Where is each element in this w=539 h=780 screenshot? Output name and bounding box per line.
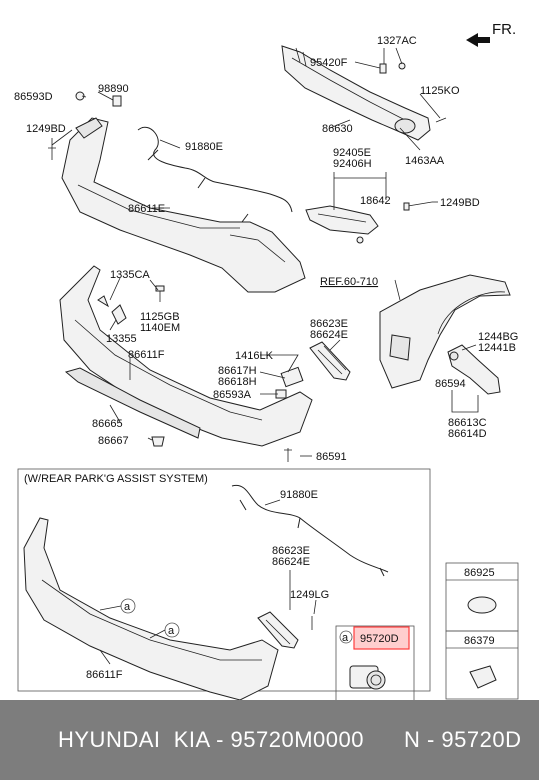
callout-12441B: 12441B <box>478 342 516 354</box>
callout-86624E-lower: 86624E <box>272 556 310 568</box>
callout-86624E-mid: 86624E <box>310 329 348 341</box>
lower-bumper-86611F <box>59 265 313 447</box>
callout-86611F-lower: 86611F <box>86 669 123 681</box>
callout-1249BD-top: 1249BD <box>26 123 66 135</box>
reflector-86623E-mid <box>309 341 351 381</box>
callout-86611F-mid: 86611F <box>128 349 165 361</box>
callout-86593D: 86593D <box>14 91 53 103</box>
holder-86617H <box>275 366 304 399</box>
callout-92405E: 92405E <box>333 147 371 159</box>
footer-part-number: N - 95720D <box>403 727 522 752</box>
fasteners <box>48 62 447 462</box>
clip-86667 <box>151 436 165 447</box>
front-direction-indicator: FR. <box>466 21 516 47</box>
footer-brand-part: HYUNDAI KIA - 95720M0000 <box>58 727 364 752</box>
callout-92406H: 92406H <box>333 158 372 170</box>
callout-1463AA: 1463AA <box>405 155 445 167</box>
callout-91880E-lower: 91880E <box>280 489 318 501</box>
callout-1335CA: 1335CA <box>110 269 150 281</box>
callout-86593A: 86593A <box>213 389 252 401</box>
callout-86594: 86594 <box>435 378 466 390</box>
callout-86591: 86591 <box>316 451 347 463</box>
bracket-86594 <box>447 344 501 395</box>
legend-a: a <box>342 632 349 644</box>
front-direction-label: FR. <box>492 21 516 38</box>
callout-86617H: 86617H <box>218 365 257 377</box>
callout-86611E: 86611E <box>128 203 165 215</box>
callout-91880E-top: 91880E <box>185 141 223 153</box>
callout-13355: 13355 <box>106 333 137 345</box>
callout-1125KO: 1125KO <box>420 85 460 97</box>
reflector-92405E <box>305 205 379 235</box>
callout-95420F: 95420F <box>310 57 348 69</box>
callout-86667: 86667 <box>98 435 129 447</box>
rear-park-assist-section: (W/REAR PARK'G ASSIST SYSTEM) a a 91880E… <box>17 468 519 700</box>
ref-a2: a <box>168 625 175 637</box>
parking-sensor-icon <box>349 665 386 690</box>
callout-86618H: 86618H <box>218 376 257 388</box>
bumper-cover-86611E <box>61 117 306 293</box>
callout-1327AC: 1327AC <box>377 35 417 47</box>
callout-1125GB: 1125GB <box>140 311 180 323</box>
bumper-beam-86630 <box>281 45 431 141</box>
fender-ref-60-710 <box>379 274 511 389</box>
part-label-86379: 86379 <box>464 635 495 647</box>
callout-1249BD-right: 1249BD <box>440 197 480 209</box>
part-box-86379 <box>445 630 519 700</box>
wiring-harness-91880E-top <box>137 127 293 223</box>
callout-18642: 18642 <box>360 195 391 207</box>
front-arrow-icon <box>466 33 490 47</box>
callout-1244BG: 1244BG <box>478 331 518 343</box>
callouts-upper: 1327AC 95420F 1125KO 86630 1463AA 86593D… <box>14 35 518 463</box>
callout-86614D: 86614D <box>448 428 487 440</box>
legend-circle-a <box>339 630 353 644</box>
part-label-86925: 86925 <box>464 567 495 579</box>
callout-86630: 86630 <box>322 123 353 135</box>
round-cap-icon <box>467 596 497 614</box>
parts-diagram: FR. <box>14 21 519 700</box>
highlight-95720D <box>353 626 410 650</box>
cap-pad-icon <box>469 665 497 689</box>
callout-1416LK: 1416LK <box>235 350 274 362</box>
callout-REF-60-710: REF.60-710 <box>320 276 378 288</box>
leader-lines <box>51 47 479 457</box>
sensor-legend-box <box>335 625 415 700</box>
callout-86623E-lower: 86623E <box>272 545 310 557</box>
callout-98890: 98890 <box>98 83 129 95</box>
callout-86613C: 86613C <box>448 417 487 429</box>
bracket-13355 <box>97 295 127 325</box>
ref-a1: a <box>124 601 131 613</box>
highlighted-part-95720D: 95720D <box>360 633 399 645</box>
callout-86665: 86665 <box>92 418 123 430</box>
callout-1249LG: 1249LG <box>290 589 329 601</box>
footer-bar: HYUNDAI KIA - 95720M0000 N - 95720D <box>0 700 539 780</box>
park-assist-title: (W/REAR PARK'G ASSIST SYSTEM) <box>24 473 208 485</box>
callout-86623E-mid: 86623E <box>310 318 348 330</box>
callout-1140EM: 1140EM <box>140 322 180 334</box>
